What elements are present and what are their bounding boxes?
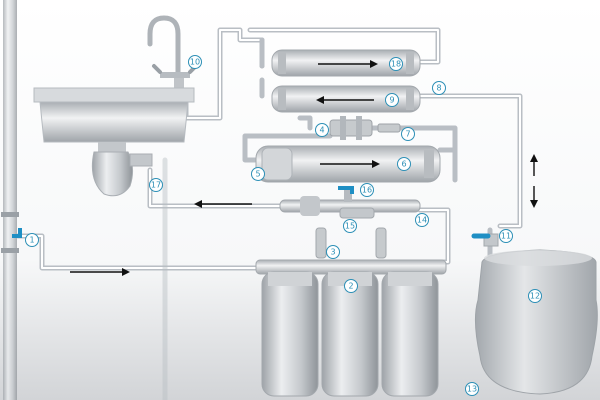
callout-16: 16 (360, 183, 374, 197)
svg-text:9: 9 (389, 96, 394, 105)
callout-6: 6 (397, 157, 411, 171)
svg-text:2: 2 (348, 282, 353, 291)
svg-text:15: 15 (345, 222, 355, 231)
callout-18: 18 (389, 57, 403, 71)
svg-text:8: 8 (436, 84, 441, 93)
prefilter-canisters (261, 271, 439, 397)
svg-text:12: 12 (530, 292, 540, 301)
callout-12: 12 (528, 289, 542, 303)
callout-13: 13 (465, 382, 479, 396)
svg-text:13: 13 (467, 385, 477, 394)
flow-arrows (70, 60, 538, 276)
sink-icon (33, 87, 195, 197)
svg-text:18: 18 (391, 60, 401, 69)
callout-9: 9 (385, 93, 399, 107)
bracket-clamps (315, 227, 387, 259)
svg-text:3: 3 (330, 248, 335, 257)
callout-4: 4 (315, 123, 329, 137)
svg-text:6: 6 (401, 160, 406, 169)
svg-text:16: 16 (362, 186, 372, 195)
svg-text:10: 10 (190, 58, 200, 67)
callout-10: 10 (188, 55, 202, 69)
callout-14: 14 (415, 213, 429, 227)
check-valve-7 (377, 123, 401, 133)
svg-text:1: 1 (29, 236, 34, 245)
supply-riser-pipe (1, 0, 19, 400)
svg-text:7: 7 (405, 130, 410, 139)
svg-text:4: 4 (319, 126, 324, 135)
inlet-valve-handle (12, 228, 22, 238)
callout-1: 1 (25, 233, 39, 247)
flow-restrictor-assembly (279, 186, 421, 219)
callout-5: 5 (251, 167, 265, 181)
post-filter-9 (271, 85, 421, 113)
callout-2: 2 (344, 279, 358, 293)
svg-text:11: 11 (501, 232, 511, 241)
callout-15: 15 (343, 219, 357, 233)
callouts: 1 2 3 4 5 6 7 8 9 10 11 12 13 14 15 16 1… (25, 55, 542, 396)
callout-17: 17 (149, 178, 163, 192)
callout-8: 8 (432, 81, 446, 95)
shutoff-valve-4 (329, 116, 373, 140)
callout-3: 3 (326, 245, 340, 259)
svg-text:14: 14 (417, 216, 427, 225)
post-filter-18 (271, 49, 421, 77)
svg-text:17: 17 (151, 181, 161, 190)
callout-11: 11 (499, 229, 513, 243)
svg-text:5: 5 (255, 170, 260, 179)
pressure-tank-icon (474, 233, 598, 395)
callout-7: 7 (401, 127, 415, 141)
